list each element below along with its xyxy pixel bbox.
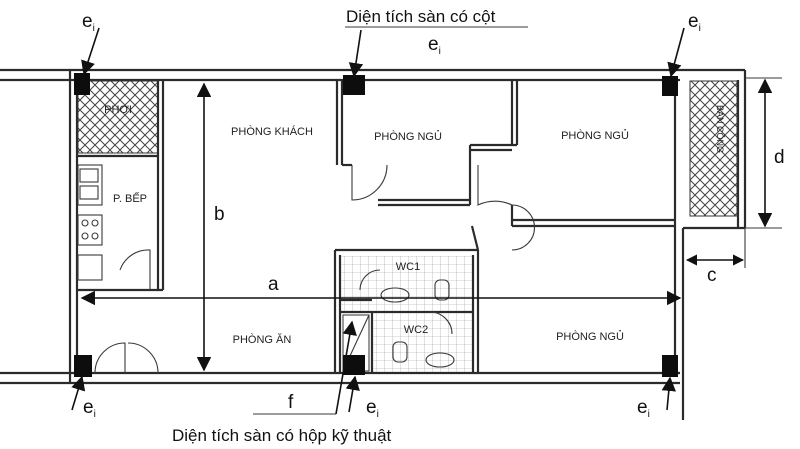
room-wc1: WC1 — [396, 261, 420, 273]
label-e-top-middle: ei — [428, 34, 441, 57]
room-loggia-left: PHƠI — [104, 104, 132, 116]
column-top-middle — [343, 75, 365, 95]
outer-walls — [0, 68, 747, 420]
room-bedroom-2: PHÒNG NGỦ — [561, 129, 629, 142]
column-top-left — [74, 73, 90, 95]
label-e-bottom-middle: ei — [366, 397, 379, 420]
room-dining: PHÒNG ĂN — [233, 333, 292, 346]
dimension-b-label: b — [214, 204, 225, 225]
kitchen-fixtures — [77, 164, 103, 281]
label-e-top-left: ei — [82, 11, 95, 34]
room-wc2: WC2 — [404, 324, 428, 336]
room-bedroom-1: PHÒNG NGỦ — [374, 130, 442, 143]
dimension-c-label: c — [707, 265, 717, 286]
room-bedroom-3: PHÒNG NGỦ — [556, 330, 624, 343]
label-e-bottom-right: ei — [637, 397, 650, 420]
label-e-top-right: ei — [688, 11, 701, 34]
dimension-d-label: d — [774, 147, 785, 168]
interior-walls — [78, 80, 675, 373]
wc2-tiles — [373, 313, 472, 372]
dimension-a-label: a — [268, 274, 279, 295]
label-e-bottom-left: ei — [83, 397, 96, 420]
room-kitchen: P. BẾP — [113, 192, 147, 205]
label-f: f — [288, 392, 294, 413]
column-leaders — [71, 27, 685, 413]
column-bottom-middle — [343, 355, 365, 375]
column-bottom-left — [74, 355, 92, 377]
column-top-right — [662, 76, 678, 96]
room-living: PHÒNG KHÁCH — [231, 125, 313, 138]
room-loggia-right: BAN CÔNG — [715, 105, 725, 153]
note-column-area: Diện tích sàn có cột — [346, 7, 496, 26]
column-bottom-right — [662, 355, 678, 377]
note-duct-area: Diện tích sàn có hộp kỹ thuật — [172, 426, 392, 445]
loggia-right-hatch — [689, 80, 738, 217]
